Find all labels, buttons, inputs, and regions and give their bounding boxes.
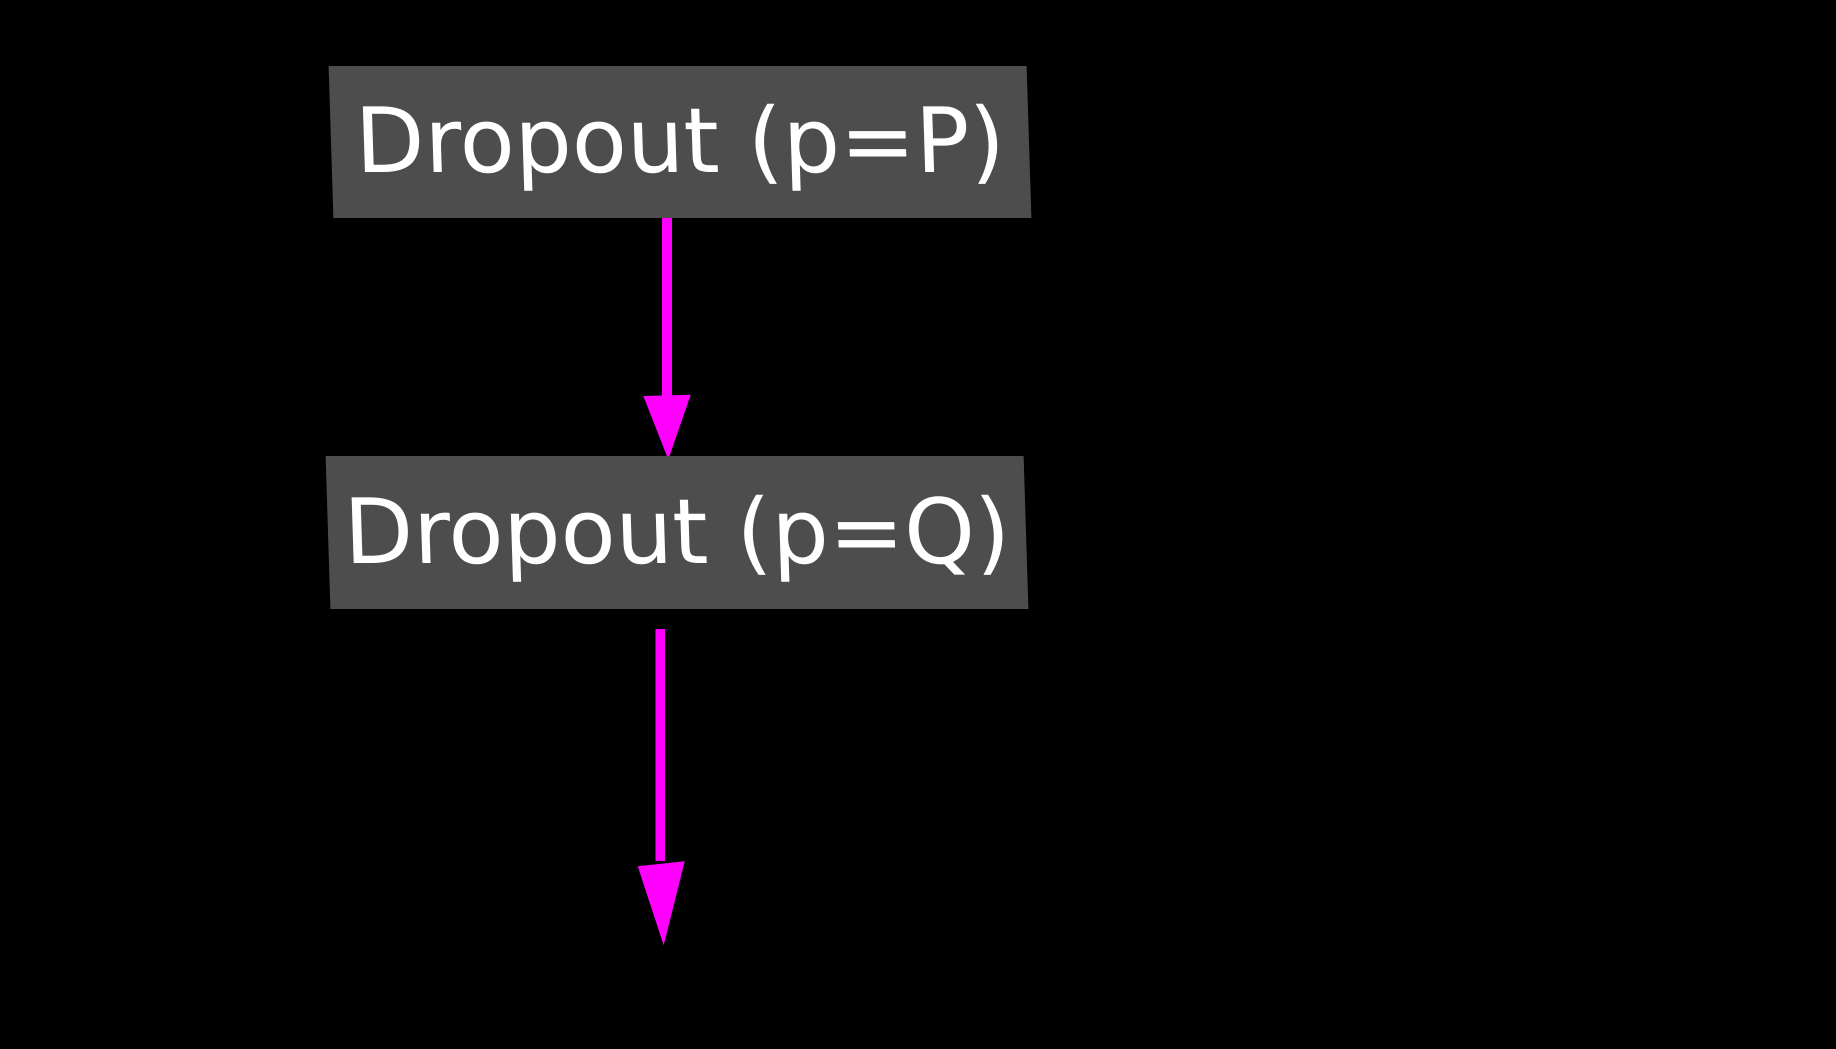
node-dropout-q: Dropout (p=Q): [325, 456, 1029, 609]
node-dropout-p-label: Dropout (p=P): [353, 89, 1007, 194]
edge-dropout-q-down: [637, 629, 685, 946]
edge-2-stem: [655, 629, 665, 861]
edge-dropout-p-to-dropout-q: [643, 217, 691, 460]
node-dropout-q-label: Dropout (p=Q): [342, 479, 1012, 585]
edge-1-arrowhead-icon: [643, 394, 691, 460]
edge-1-stem: [662, 217, 672, 397]
node-dropout-p: Dropout (p=P): [328, 66, 1032, 218]
edge-2-arrowhead-icon: [637, 861, 685, 946]
